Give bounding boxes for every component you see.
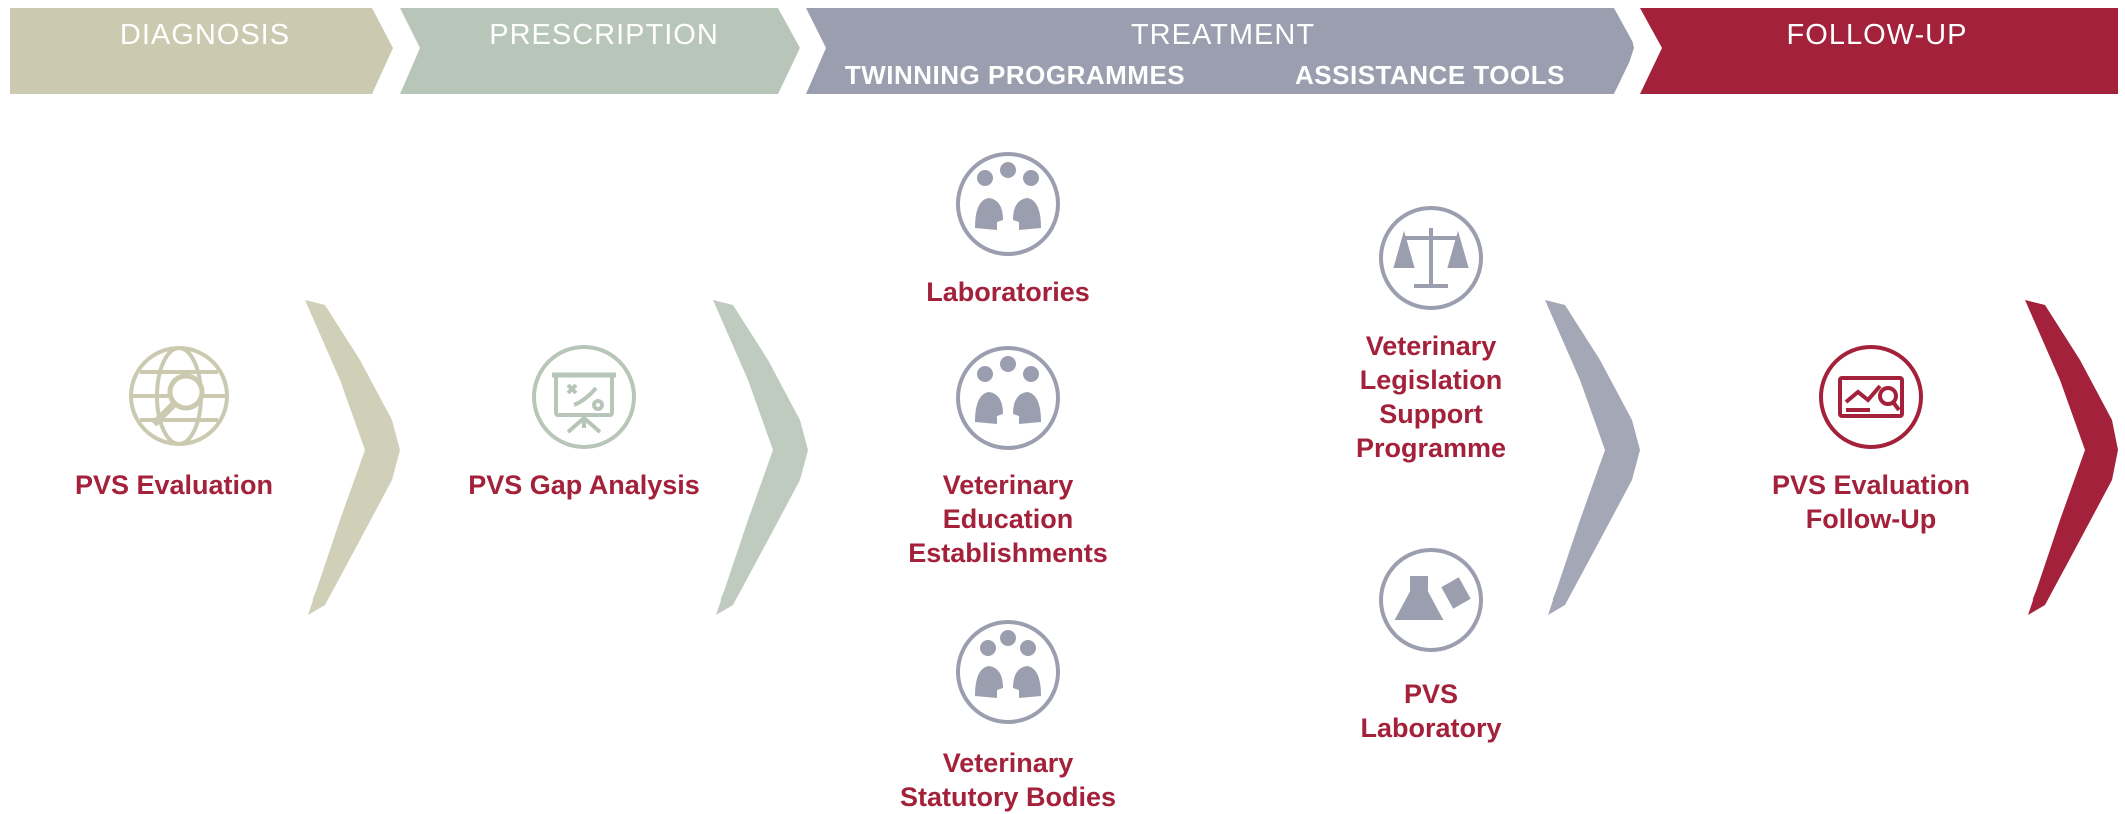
- label-line: PVS: [1403, 679, 1459, 709]
- diagnosis-title: DIAGNOSIS: [120, 19, 290, 51]
- monitor-search-icon: [1819, 345, 1923, 449]
- label-line: Legislation: [1359, 365, 1503, 395]
- label-line: Support: [1379, 399, 1483, 429]
- heads-lab-icon: [956, 152, 1060, 256]
- prescription-band: [400, 8, 800, 94]
- globe-magnifier-icon: [129, 346, 229, 446]
- label-line: Education: [942, 504, 1074, 534]
- chevron-diagnosis: [305, 300, 400, 615]
- label-line: Establishments: [908, 538, 1108, 568]
- header-band: DIAGNOSIS PRESCRIPTION TREATMENT TWINNIN…: [10, 6, 2118, 95]
- label-line: Veterinary: [1365, 331, 1497, 361]
- gap-analysis-label: PVS Gap Analysis: [468, 470, 700, 500]
- prescription-title: PRESCRIPTION: [489, 19, 719, 51]
- laboratories-label: Laboratories: [926, 277, 1090, 307]
- label-line: Follow-Up: [1805, 504, 1937, 534]
- vet-statutory-label: Veterinary Statutory Bodies: [868, 746, 1148, 814]
- label-line: Laboratory: [1360, 713, 1502, 743]
- heads-education-icon: [956, 346, 1060, 450]
- treatment-band: [806, 8, 1636, 94]
- pvs-laboratory-label: PVS Laboratory: [1291, 677, 1571, 745]
- assistance-subtitle: ASSISTANCE TOOLS: [1295, 60, 1565, 90]
- label-line: Programme: [1355, 433, 1507, 463]
- label-line: Veterinary: [942, 748, 1074, 778]
- label-line: Statutory Bodies: [899, 782, 1117, 812]
- label-line: Veterinary: [942, 470, 1074, 500]
- pvs-evaluation-label: PVS Evaluation: [74, 470, 274, 500]
- presentation-board-icon: [532, 345, 636, 449]
- heads-statutory-icon: [956, 620, 1060, 724]
- vet-legislation-label: Veterinary Legislation Support Programme: [1291, 329, 1571, 465]
- vet-education-label: Veterinary Education Establishments: [868, 468, 1148, 570]
- followup-band: [1640, 8, 2118, 94]
- scales-icon: [1379, 206, 1483, 310]
- flask-icon: [1379, 548, 1483, 652]
- treatment-title: TREATMENT: [1131, 19, 1315, 51]
- twinning-subtitle: TWINNING PROGRAMMES: [845, 60, 1185, 90]
- chevron-prescription: [713, 300, 808, 615]
- followup-title: FOLLOW-UP: [1787, 19, 1968, 51]
- chevron-followup: [2025, 300, 2118, 615]
- diagnosis-band: [10, 8, 393, 94]
- label-line: PVS Evaluation: [1771, 470, 1971, 500]
- chevron-treatment: [1545, 300, 1640, 615]
- followup-label: PVS Evaluation Follow-Up: [1731, 468, 2011, 536]
